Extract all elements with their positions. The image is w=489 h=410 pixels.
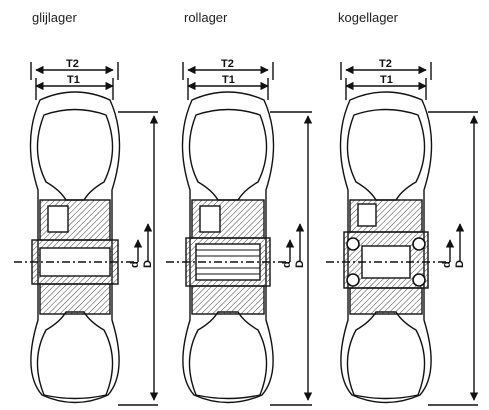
dim-t2-kogellager: T2: [379, 58, 392, 70]
dim-t1-kogellager: T1: [380, 74, 393, 86]
dim-d-kogellager: d: [441, 261, 453, 268]
dim-t2-rollager: T2: [221, 58, 234, 70]
dim-d-rollager: d: [281, 261, 293, 268]
wheel-rollager: [166, 62, 313, 406]
wheel-kogellager: [326, 62, 479, 406]
dim-D-rollager: D: [294, 260, 306, 268]
title-rollager: rollager: [184, 10, 228, 25]
dim-t1-glijlager: T1: [67, 74, 80, 86]
dim-d-glijlager: d: [129, 261, 141, 268]
dim-D-kogellager: D: [454, 260, 466, 268]
wheel-glijlager: [14, 62, 159, 406]
dim-D-glijlager: D: [142, 260, 154, 268]
dim-t2-glijlager: T2: [66, 58, 79, 70]
dim-t1-rollager: T1: [222, 74, 235, 86]
title-kogellager: kogellager: [338, 10, 398, 25]
title-glijlager: glijlager: [32, 10, 77, 25]
